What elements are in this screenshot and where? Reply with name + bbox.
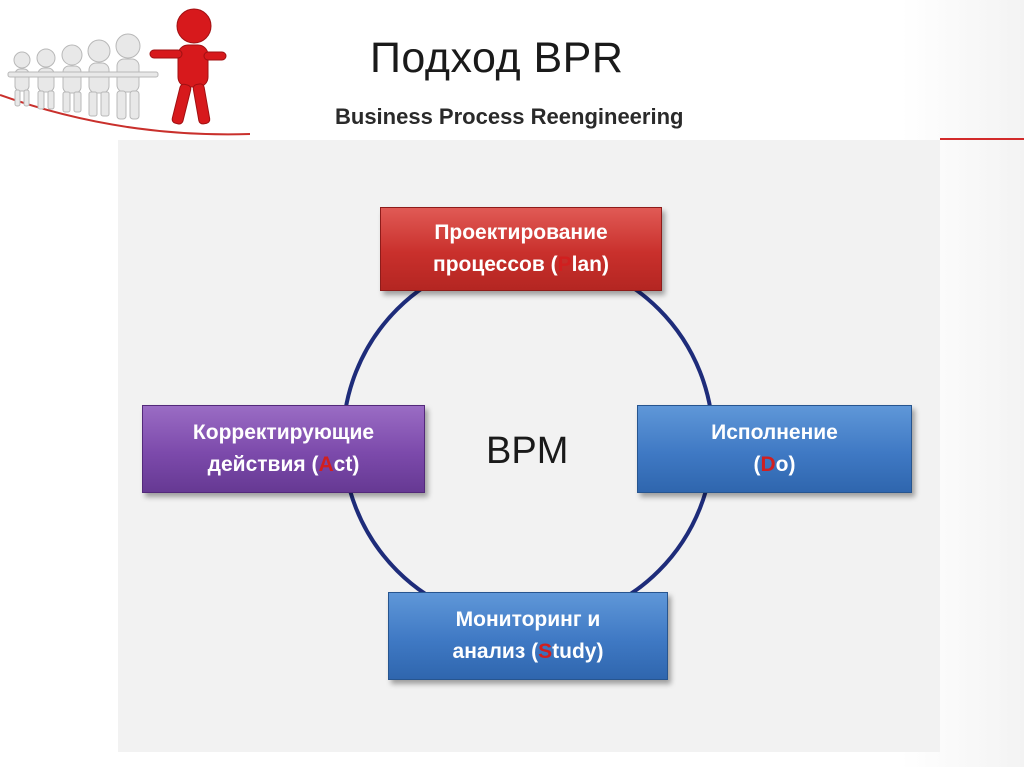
- act-line2: действия (Act): [208, 449, 360, 481]
- plan-line2-suffix: lan): [571, 253, 609, 276]
- act-box: Корректирующие действия (Act): [142, 405, 425, 493]
- leader-figures-illustration: [0, 8, 250, 136]
- slide-subtitle: Business Process Reengineering: [335, 104, 684, 129]
- act-line1: Корректирующие: [192, 421, 375, 444]
- act-line2-prefix: действия (: [207, 453, 319, 476]
- plan-line2: процессов (Plan): [433, 249, 609, 281]
- plan-line2-prefix: процессов (: [433, 253, 558, 276]
- study-line2: анализ (Study): [453, 636, 604, 668]
- slide-title: Подход BPR: [370, 34, 624, 82]
- do-line2: (Do): [754, 449, 796, 481]
- do-letter: D: [760, 453, 776, 476]
- act-letter: A: [318, 453, 334, 476]
- study-line2-prefix: анализ (: [452, 640, 539, 663]
- header-accent-line: [940, 138, 1024, 140]
- act-line2-suffix: ct): [333, 453, 360, 476]
- study-line1: Мониторинг и: [455, 608, 601, 631]
- do-box: Исполнение (Do): [637, 405, 912, 493]
- plan-letter: P: [557, 253, 572, 276]
- do-line2-prefix: (: [753, 453, 761, 476]
- plan-line1: Проектирование: [434, 221, 608, 244]
- do-line1: Исполнение: [711, 421, 838, 444]
- study-line2-suffix: tudy): [552, 640, 604, 663]
- plan-box: Проектирование процессов (Plan): [380, 207, 662, 291]
- center-label-bpm: BPM: [486, 430, 569, 472]
- study-box: Мониторинг и анализ (Study): [388, 592, 668, 680]
- study-letter: S: [538, 640, 553, 663]
- do-line2-suffix: o): [775, 453, 796, 476]
